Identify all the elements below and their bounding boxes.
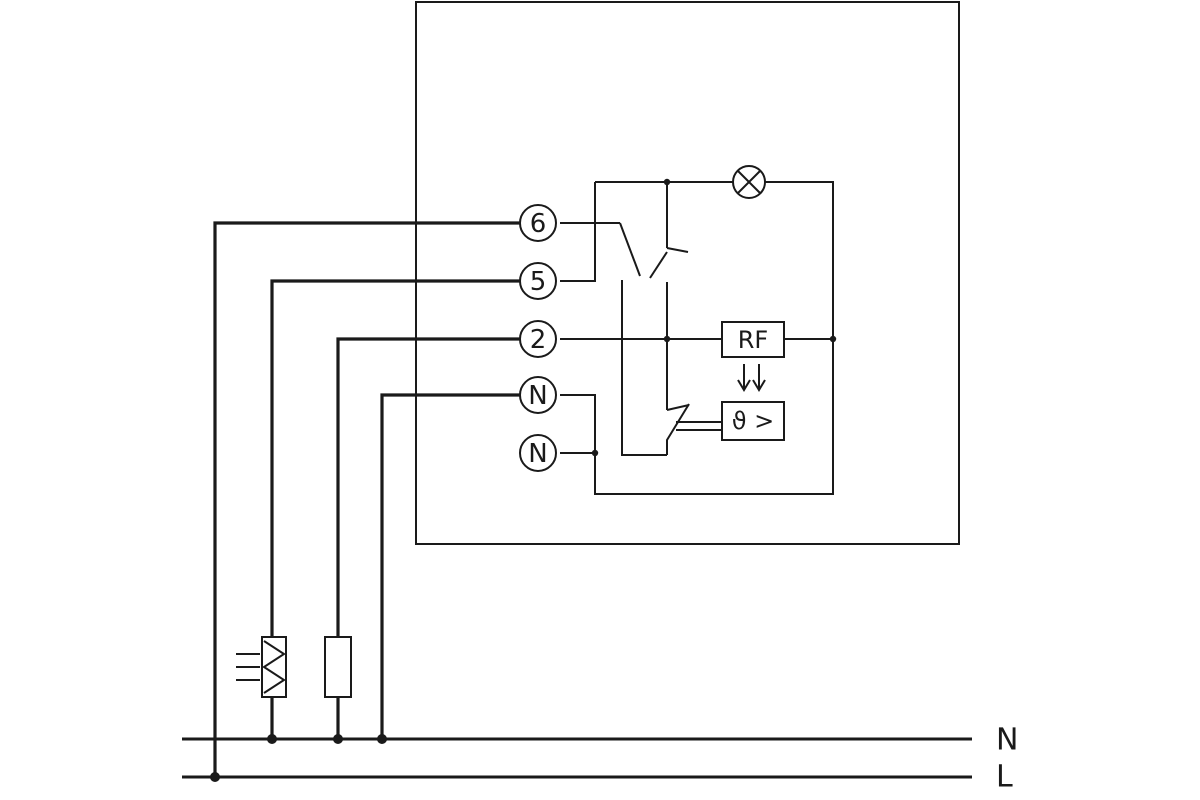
- thermostat-label: ϑ >: [732, 407, 775, 435]
- internal-circuit: [560, 181, 834, 495]
- junction-dot: [663, 178, 671, 186]
- terminal-6-label: 6: [530, 209, 547, 239]
- bus-junction-dot: [210, 772, 220, 782]
- bus-junction-dot: [267, 734, 277, 744]
- external-wiring: [213, 221, 520, 777]
- terminal-n2-label: N: [528, 439, 547, 469]
- terminal-5: 5: [519, 262, 557, 300]
- neutral-label: N: [996, 723, 1018, 758]
- bus-junction-dot: [333, 734, 343, 744]
- load-resistor-icon: [324, 636, 352, 698]
- lamp-icon: [732, 165, 766, 199]
- terminal-2: 2: [519, 320, 557, 358]
- terminal-n1-label: N: [528, 381, 547, 411]
- live-label: L: [996, 760, 1013, 795]
- thermostat-block: ϑ >: [721, 401, 785, 441]
- terminal-6: 6: [519, 204, 557, 242]
- junction-dot: [663, 335, 671, 343]
- rf-label: RF: [738, 326, 768, 354]
- terminal-5-label: 5: [530, 267, 547, 297]
- terminal-n2: N: [519, 434, 557, 472]
- terminal-n1: N: [519, 376, 557, 414]
- bus-junction-dot: [377, 734, 387, 744]
- device-housing: [415, 1, 960, 545]
- junction-dot: [591, 449, 599, 457]
- rf-block: RF: [721, 321, 785, 358]
- junction-dot: [829, 335, 837, 343]
- terminal-2-label: 2: [530, 325, 547, 355]
- heater-element-icon: [236, 636, 287, 698]
